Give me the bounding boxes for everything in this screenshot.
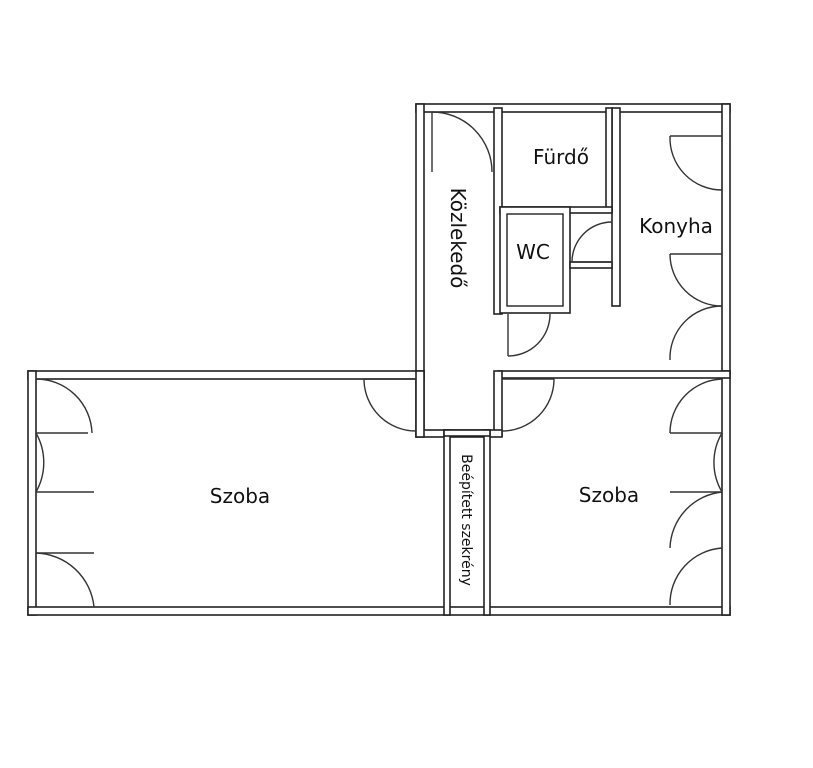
wall-right-room-top xyxy=(497,370,731,379)
wall-kitchen-right xyxy=(721,103,731,375)
door-arc xyxy=(507,313,551,357)
door-arc xyxy=(35,378,93,434)
wall-left-room-right xyxy=(415,370,425,438)
room-label-szoba-right: Szoba xyxy=(579,483,639,507)
door-arc xyxy=(501,378,555,432)
wall-closet-right xyxy=(483,429,491,616)
room-label-szoba-left: Szoba xyxy=(210,484,270,508)
windows xyxy=(35,140,731,605)
room-label-konyha: Konyha xyxy=(639,214,713,238)
interior-walls xyxy=(415,107,621,616)
wall-bottom xyxy=(27,606,731,616)
door-arc xyxy=(669,491,723,549)
door-arc xyxy=(571,221,613,263)
room-label-wc: WC xyxy=(516,240,550,264)
door-arc xyxy=(431,111,493,173)
wall-closet-top xyxy=(443,429,491,437)
room-labels: Fürdő WC Konyha Közlekedő Szoba Szoba Be… xyxy=(210,145,713,586)
wall-corridor-right-lower xyxy=(493,370,503,437)
wall-top xyxy=(415,103,731,113)
door-arc xyxy=(35,432,45,493)
wall-left-room-top xyxy=(27,370,425,380)
wall-closet-left xyxy=(443,429,451,616)
doors xyxy=(35,111,723,608)
wall-right-outer xyxy=(721,370,731,616)
outer-walls xyxy=(27,103,731,616)
door-arc xyxy=(35,552,95,608)
door-arc xyxy=(669,378,723,434)
room-label-kozlekedo: Közlekedő xyxy=(446,188,470,289)
wc-box-inner xyxy=(506,213,564,307)
room-label-closet: Beépített szekrény xyxy=(458,454,474,586)
door-arc xyxy=(669,135,723,191)
room-label-furdo: Fürdő xyxy=(533,145,589,169)
door-arc xyxy=(363,378,417,432)
wall-wc-bath-sep xyxy=(569,261,613,269)
door-arc xyxy=(713,432,723,493)
wall-left-outer xyxy=(27,370,37,616)
door-arc xyxy=(669,253,723,307)
wall-bath-kitchen-inner xyxy=(605,107,613,213)
door-arc xyxy=(669,547,723,606)
door-arc xyxy=(669,305,723,361)
wall-bath-kitchen xyxy=(611,107,621,307)
